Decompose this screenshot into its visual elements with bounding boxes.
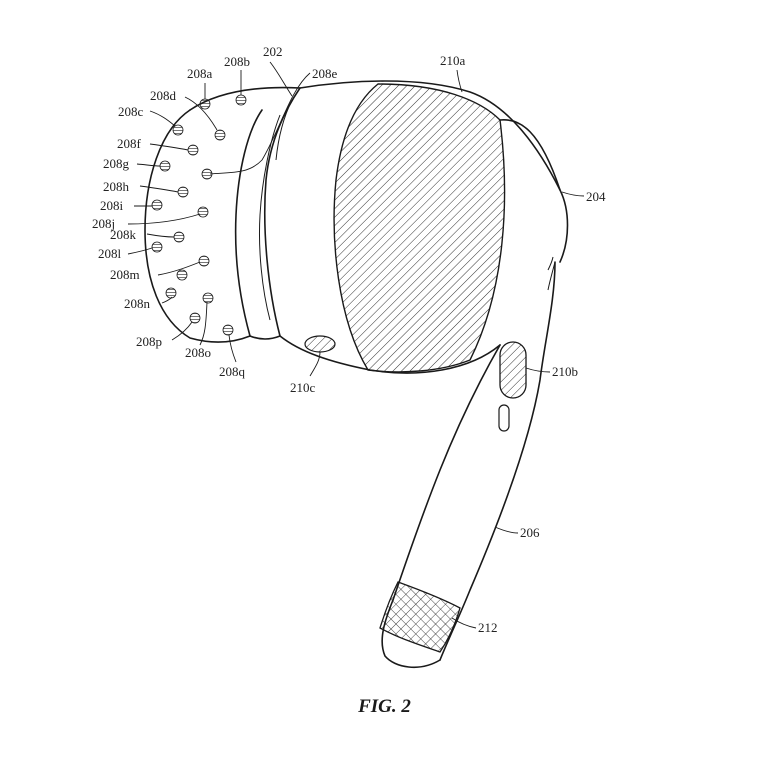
label-208g: 208g xyxy=(103,156,130,171)
stem-mesh-212 xyxy=(379,581,461,653)
label-208l: 208l xyxy=(98,246,122,261)
label-208n: 208n xyxy=(124,296,151,311)
label-208m: 208m xyxy=(110,267,140,282)
label-208j: 208j xyxy=(92,216,115,231)
leader-lines xyxy=(127,61,585,629)
label-210a: 210a xyxy=(440,53,466,68)
label-202: 202 xyxy=(263,44,283,59)
label-208a: 208a xyxy=(187,66,213,81)
label-208o: 208o xyxy=(185,345,211,360)
ear-tip-holes xyxy=(151,94,247,336)
label-208k: 208k xyxy=(110,227,137,242)
stem-sensor-210b xyxy=(499,341,527,399)
label-210c: 210c xyxy=(290,380,316,395)
stem-vent xyxy=(498,404,510,432)
label-204: 204 xyxy=(586,189,606,204)
label-208c: 208c xyxy=(118,104,144,119)
label-208h: 208h xyxy=(103,179,130,194)
reference-labels: 202 210a 204 210b 210c 206 212 208a 208b… xyxy=(92,44,606,635)
label-208e: 208e xyxy=(312,66,338,81)
label-208d: 208d xyxy=(150,88,177,103)
stem xyxy=(381,261,556,669)
label-208b: 208b xyxy=(224,54,250,69)
label-208f: 208f xyxy=(117,136,142,151)
label-212: 212 xyxy=(478,620,498,635)
label-208q: 208q xyxy=(219,364,246,379)
label-210b: 210b xyxy=(552,364,578,379)
ear-tip xyxy=(144,86,301,343)
label-208i: 208i xyxy=(100,198,124,213)
sensor-band-210a xyxy=(333,83,506,373)
sensor-port-210c xyxy=(304,335,336,353)
figure-caption: FIG. 2 xyxy=(358,696,411,717)
label-208p: 208p xyxy=(136,334,162,349)
label-206: 206 xyxy=(520,525,540,540)
